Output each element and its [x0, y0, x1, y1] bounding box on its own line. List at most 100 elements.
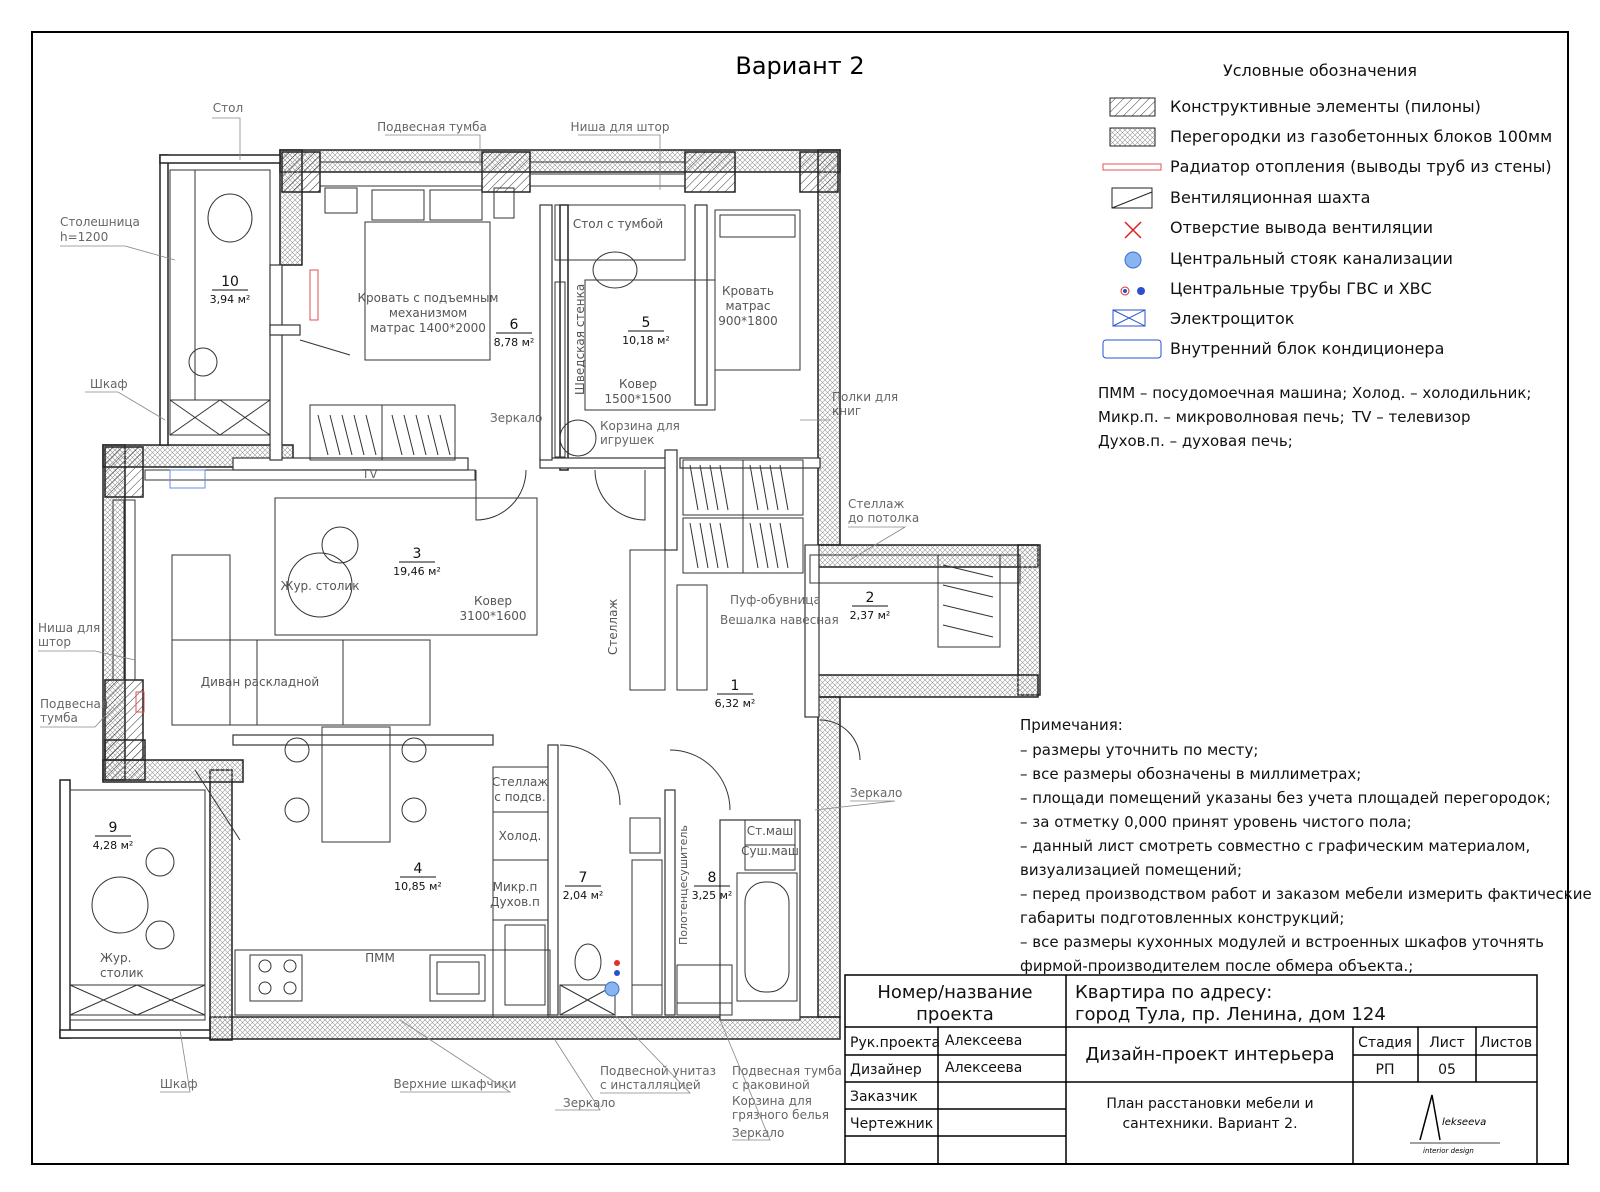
room-number: 6 — [510, 317, 519, 333]
room-label-5: 510,18 м² — [622, 315, 670, 347]
abbr-microwave: Микр.п. – микроволновая печь; — [1098, 408, 1345, 426]
tb-sheet-label: Лист — [1429, 1035, 1464, 1051]
vent-shaft-icon — [1111, 187, 1153, 209]
abbr-oven: Духов.п. – духовая печь; — [1098, 432, 1293, 450]
label-bed-big-1: Кровать с подъемным — [358, 291, 499, 305]
label-bookshelves-1: Полки для — [832, 390, 898, 404]
legend-partition-symbol — [1109, 127, 1156, 147]
plan-labels: Стол Подвесная тумба Ниша для штор Столе… — [38, 101, 919, 1140]
electrical-panel-icon — [1112, 309, 1146, 327]
tb-role: Дизайнер — [850, 1062, 922, 1078]
label-wall-hanger: Вешалка навесная — [720, 613, 839, 627]
label-dryer: Суш.маш — [741, 844, 799, 858]
room-area: 2,37 м² — [850, 609, 891, 622]
legend: Условные обозначения Конструктивные элем… — [1102, 61, 1552, 359]
label-hanging-cabinet-top: Подвесная тумба — [377, 120, 487, 134]
label-shelving-1: Стеллаж — [848, 497, 904, 511]
tb-stage-label: Стадия — [1358, 1035, 1412, 1051]
abbreviations: ПММ – посудомоечная машина; Микр.п. – ми… — [1098, 384, 1531, 450]
label-bed-small-2: матрас — [726, 299, 771, 313]
label-shelving-2: до потолка — [848, 511, 919, 525]
room-label-9: 94,28 м² — [93, 820, 134, 852]
label-bed-big-3: матрас 1400*2000 — [370, 321, 486, 335]
label-rug3-2: 3100*1600 — [459, 609, 526, 623]
note-line: – размеры уточнить по месту; — [1020, 741, 1258, 759]
room-label-6: 6 8,78 м² — [494, 317, 535, 349]
room-area: 3,94 м² — [210, 293, 251, 306]
label-wall-bars: Шведская стенка — [573, 284, 587, 395]
water-pipes-icon — [1120, 286, 1145, 296]
label-tv: TV — [361, 467, 378, 481]
sewer-riser-icon — [1124, 251, 1142, 269]
partitions — [232, 204, 821, 1021]
label-stol: Стол — [213, 101, 243, 115]
room-5-furniture — [554, 204, 804, 574]
room-area: 6,32 м² — [715, 697, 756, 710]
room-label-8: 83,25 м² — [692, 870, 733, 902]
plan-symbols — [135, 269, 620, 997]
doors — [194, 339, 861, 841]
room-area: 10,18 м² — [622, 334, 670, 347]
label-laundry-basket-2: грязного белья — [732, 1108, 829, 1122]
room-label-3: 3 19,46 м² — [393, 546, 441, 578]
legend-item-pylon: Конструктивные элементы (пилоны) — [1170, 97, 1481, 116]
legend-item-vent-hole: Отверстие вывода вентиляции — [1170, 218, 1433, 237]
label-rug5-1: Ковер — [619, 377, 657, 391]
legend-pylon-symbol — [1109, 97, 1156, 117]
pylons — [104, 151, 839, 781]
label-towel-dryer: Полотенцесушитель — [677, 825, 690, 945]
note-line: – данный лист смотреть совместно с графи… — [1020, 837, 1530, 855]
note-line: габариты подготовленных конструкций; — [1020, 909, 1344, 927]
room-label-1: 1 6,32 м² — [715, 678, 756, 710]
room-number: 3 — [413, 546, 422, 562]
title-block — [844, 974, 1538, 1165]
label-sink-cabinet-2: с раковиной — [732, 1078, 810, 1092]
note-line: – площади помещений указаны без учета пл… — [1020, 789, 1551, 807]
vent-hole-icon — [1124, 221, 1142, 239]
tb-name: Алексеева — [945, 1060, 1022, 1076]
legend-item-electrical-panel: Электрощиток — [1170, 309, 1295, 328]
room-label-10: 103,94 м² — [210, 274, 251, 306]
label-washer: Ст.маш — [747, 824, 794, 838]
label-wc-2: с инсталляцией — [600, 1078, 701, 1092]
label-coffee-table: Жур. столик — [281, 579, 360, 593]
room-number: 2 — [866, 590, 875, 606]
leader-lines — [38, 117, 907, 1141]
tb-sheet-title-2: сантехники. Вариант 2. — [1122, 1116, 1297, 1132]
label-bed-small-3: 900*1800 — [718, 314, 777, 328]
label-mirror-mid: Зеркало — [490, 411, 542, 425]
tb-address-1: Квартира по адресу: — [1075, 982, 1272, 1003]
room-number: 9 — [109, 820, 118, 836]
legend-item-radiator: Радиатор отопления (выводы труб из стены… — [1170, 157, 1552, 176]
label-dishwasher: ПММ — [365, 951, 395, 965]
room-number: 1 — [731, 678, 740, 694]
label-oven: Духов.п — [490, 895, 540, 909]
room-label-2: 2 2,37 м² — [850, 590, 891, 622]
tb-role: Чертежник — [850, 1116, 933, 1132]
legend-item-sewer-riser: Центральный стояк канализации — [1170, 249, 1453, 268]
drawing-title: Вариант 2 — [735, 52, 864, 80]
room-number: 7 — [579, 870, 588, 886]
tb-stage: РП — [1376, 1062, 1395, 1078]
label-mirror-right: Зеркало — [850, 786, 902, 800]
label-wardrobe-left: Шкаф — [90, 377, 128, 391]
logo-subtext: interior design — [1423, 1147, 1474, 1155]
room-area: 8,78 м² — [494, 336, 535, 349]
label-laundry-basket-1: Корзина для — [732, 1094, 812, 1108]
balcony-9-furniture — [69, 789, 206, 1021]
note-line: – все размеры кухонных модулей и встроен… — [1020, 933, 1544, 951]
label-sofa: Диван раскладной — [201, 675, 319, 689]
note-line: – перед производством работ и заказом ме… — [1020, 885, 1592, 903]
room-area: 3,25 м² — [692, 889, 733, 902]
room-6-furniture — [309, 187, 597, 461]
label-wc-1: Подвесной унитаз — [600, 1064, 716, 1078]
label-coffee-table-9-2: столик — [100, 966, 144, 980]
abbr-dishwasher: ПММ – посудомоечная машина; — [1098, 384, 1347, 402]
label-curtain-niche-left-2: штор — [38, 635, 71, 649]
label-sink-cabinet-1: Подвесная тумба — [732, 1064, 842, 1078]
room-area: 19,46 м² — [393, 565, 441, 578]
label-curtain-niche-left-1: Ниша для — [38, 621, 100, 635]
label-hanging-cabinet-left-1: Подвесная — [40, 697, 108, 711]
legend-radiator-symbol — [1102, 163, 1162, 171]
tb-sheet-title-1: План расстановки мебели и — [1106, 1096, 1313, 1112]
